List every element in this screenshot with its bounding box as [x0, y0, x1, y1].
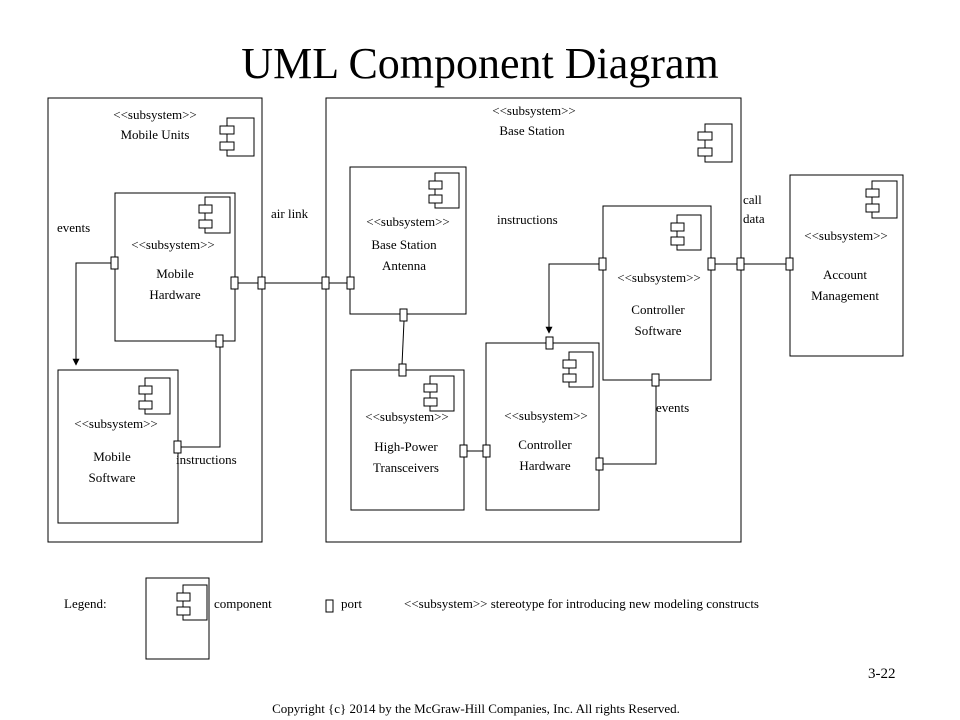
instructions-label-mobile: instructions [176, 452, 237, 467]
mobile-units-label: Mobile Units [121, 127, 190, 142]
mobile-software-name-line2: Software [89, 470, 136, 485]
events-label-controller: events [656, 400, 689, 415]
events-mobile-connector [72, 262, 112, 366]
antenna-transceivers-connector [401, 320, 405, 366]
base-station-airlink-port [321, 276, 330, 290]
transceivers-antenna-port [398, 363, 407, 377]
base-station-component-icon [697, 123, 733, 163]
mobile-hardware-instructions-port [215, 334, 224, 348]
mobile-software-stereotype: <<subsystem>> [74, 416, 158, 431]
mobile-hardware-airlink-port [230, 276, 239, 290]
account-management-calldata-port [785, 257, 794, 271]
mobile-software-name-line1: Mobile [93, 449, 131, 464]
high-power-transceivers-component-icon [423, 375, 455, 412]
high-power-transceivers-stereotype: <<subsystem>> [365, 409, 449, 424]
base-station-antenna-component-icon [428, 172, 460, 209]
legend-label: Legend: [64, 596, 107, 611]
page-title: UML Component Diagram [241, 39, 718, 88]
base-station-calldata-port [736, 257, 745, 271]
copyright-notice: Copyright {c} 2014 by the McGraw-Hill Co… [272, 701, 680, 716]
controller-software-stereotype: <<subsystem>> [617, 270, 701, 285]
antenna-transceiver-port [399, 308, 408, 322]
instructions-mobile-connector [178, 346, 221, 448]
controller-software-component-icon [670, 214, 702, 251]
controller-software-name-line1: Controller [631, 302, 685, 317]
legend-port-label: port [341, 596, 362, 611]
controller-hardware-component-icon [562, 351, 594, 388]
controller-hardware-stereotype: <<subsystem>> [504, 408, 588, 423]
base-station-antenna-name-line2: Antenna [382, 258, 426, 273]
mobile-software-component-icon [138, 377, 171, 415]
legend-port-icon [325, 599, 334, 613]
controller-hardware-instructions-port [545, 336, 554, 350]
account-management-name-line2: Management [811, 288, 879, 303]
events-label-mobile: events [57, 220, 90, 235]
base-station-antenna-name-line1: Base Station [371, 237, 437, 252]
mobile-hardware-name-line2: Hardware [149, 287, 200, 302]
legend-stereotype-description: <<subsystem>> stereotype for introducing… [404, 596, 759, 611]
controller-hardware-events-port [595, 457, 604, 471]
account-management-stereotype: <<subsystem>> [804, 228, 888, 243]
call-data-label-line1: call [743, 192, 762, 207]
air-link-label: air link [271, 206, 309, 221]
high-power-transceivers-name-line2: Transceivers [373, 460, 439, 475]
base-station-stereotype: <<subsystem>> [492, 103, 576, 118]
base-station-antenna-stereotype: <<subsystem>> [366, 214, 450, 229]
events-controller-connector [603, 386, 657, 465]
controller-hardware-name-line2: Hardware [519, 458, 570, 473]
controller-hardware-transceiver-port [482, 444, 491, 458]
mobile-units-component-icon [219, 117, 255, 157]
mobile-hardware-stereotype: <<subsystem>> [131, 237, 215, 252]
legend-component-icon [145, 577, 210, 660]
mobile-units-stereotype: <<subsystem>> [113, 107, 197, 122]
controller-software-events-port [651, 373, 660, 387]
antenna-airlink-port [346, 276, 355, 290]
controller-software-name-line2: Software [635, 323, 682, 338]
mobile-hardware-component-icon [198, 196, 231, 234]
high-power-transceivers-name-line1: High-Power [374, 439, 438, 454]
mobile-hardware-name-line1: Mobile [156, 266, 194, 281]
transceivers-controller-port [459, 444, 468, 458]
instructions-label-base: instructions [497, 212, 558, 227]
base-station-label: Base Station [499, 123, 565, 138]
legend-component-label: component [214, 596, 272, 611]
mobile-hardware-events-port [110, 256, 119, 270]
page-number: 3-22 [868, 666, 896, 682]
controller-software-calldata-port [707, 257, 716, 271]
account-management-component-icon [865, 180, 898, 219]
instructions-base-connector [545, 263, 600, 334]
mobile-units-airlink-port [257, 276, 266, 290]
call-data-label-line2: data [743, 211, 765, 226]
mobile-software-instructions-port [173, 440, 182, 454]
controller-software-instructions-port [598, 257, 607, 271]
controller-hardware-name-line1: Controller [518, 437, 572, 452]
account-management-name-line1: Account [823, 267, 867, 282]
